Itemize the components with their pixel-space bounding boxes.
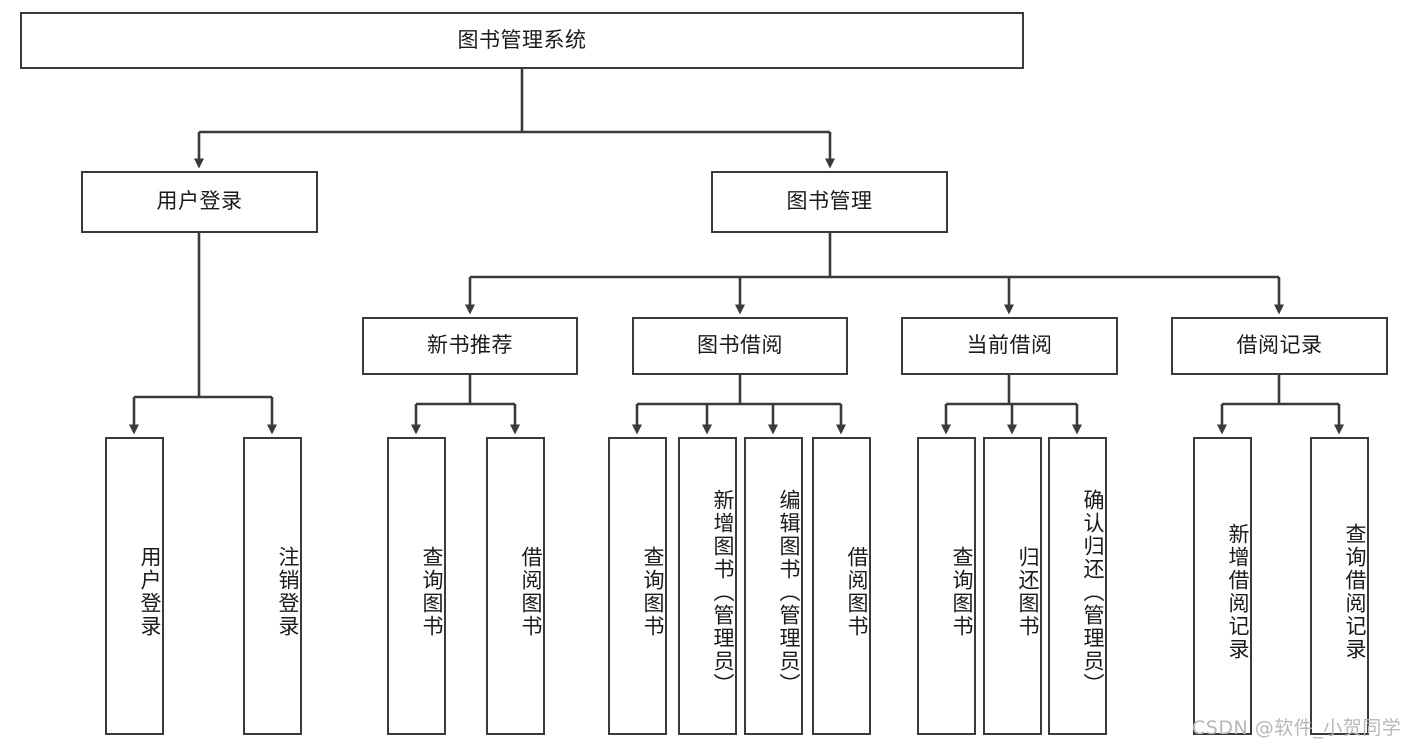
- node-book-borrow[interactable]: 图书借阅: [632, 317, 848, 375]
- node-root[interactable]: 图书管理系统: [20, 12, 1024, 69]
- leaf-query-book-2[interactable]: 查询图书: [608, 437, 667, 735]
- leaf-add-book[interactable]: 新增图书（管理员）: [678, 437, 737, 735]
- leaf-borrow-book-2[interactable]: 借阅图书: [812, 437, 871, 735]
- leaf-query-record-label: 查询借阅记录: [1343, 523, 1367, 661]
- leaf-borrow-book-1-label: 借阅图书: [519, 546, 543, 638]
- leaf-borrow-book-1[interactable]: 借阅图书: [486, 437, 545, 735]
- node-current-borrow-label: 当前借阅: [966, 333, 1053, 358]
- leaf-query-record[interactable]: 查询借阅记录: [1310, 437, 1369, 735]
- node-new-book-rec-label: 新书推荐: [427, 333, 513, 358]
- leaf-return-book-label: 归还图书: [1016, 546, 1040, 638]
- leaf-edit-book-label: 编辑图书（管理员）: [777, 488, 801, 696]
- leaf-add-book-label: 新增图书（管理员）: [711, 488, 735, 696]
- leaf-edit-book[interactable]: 编辑图书（管理员）: [744, 437, 803, 735]
- node-current-borrow[interactable]: 当前借阅: [901, 317, 1118, 375]
- leaf-borrow-book-2-label: 借阅图书: [845, 546, 869, 638]
- leaf-logout[interactable]: 注销登录: [243, 437, 302, 735]
- leaf-query-book-1-label: 查询图书: [420, 546, 444, 638]
- node-book-borrow-label: 图书借阅: [697, 333, 783, 358]
- leaf-query-book-2-label: 查询图书: [641, 546, 665, 638]
- leaf-user-login[interactable]: 用户登录: [105, 437, 164, 735]
- leaf-return-book[interactable]: 归还图书: [983, 437, 1042, 735]
- leaf-confirm-return[interactable]: 确认归还（管理员）: [1048, 437, 1107, 735]
- csdn-watermark: CSDN @软件_小贺同学: [1192, 717, 1402, 739]
- leaf-query-book-3-label: 查询图书: [950, 546, 974, 638]
- node-user-login[interactable]: 用户登录: [81, 171, 318, 233]
- leaf-query-book-1[interactable]: 查询图书: [387, 437, 446, 735]
- node-borrow-record[interactable]: 借阅记录: [1171, 317, 1388, 375]
- node-book-manage[interactable]: 图书管理: [711, 171, 948, 233]
- node-book-manage-label: 图书管理: [786, 189, 873, 214]
- leaf-user-login-label: 用户登录: [138, 546, 162, 638]
- leaf-confirm-return-label: 确认归还（管理员）: [1081, 488, 1105, 696]
- node-user-login-label: 用户登录: [156, 189, 243, 214]
- node-borrow-record-label: 借阅记录: [1236, 333, 1323, 358]
- leaf-query-book-3[interactable]: 查询图书: [917, 437, 976, 735]
- node-root-label: 图书管理系统: [457, 27, 587, 52]
- leaf-add-record[interactable]: 新增借阅记录: [1193, 437, 1252, 735]
- leaf-logout-label: 注销登录: [276, 546, 300, 638]
- leaf-add-record-label: 新增借阅记录: [1226, 523, 1250, 661]
- node-new-book-rec[interactable]: 新书推荐: [362, 317, 578, 375]
